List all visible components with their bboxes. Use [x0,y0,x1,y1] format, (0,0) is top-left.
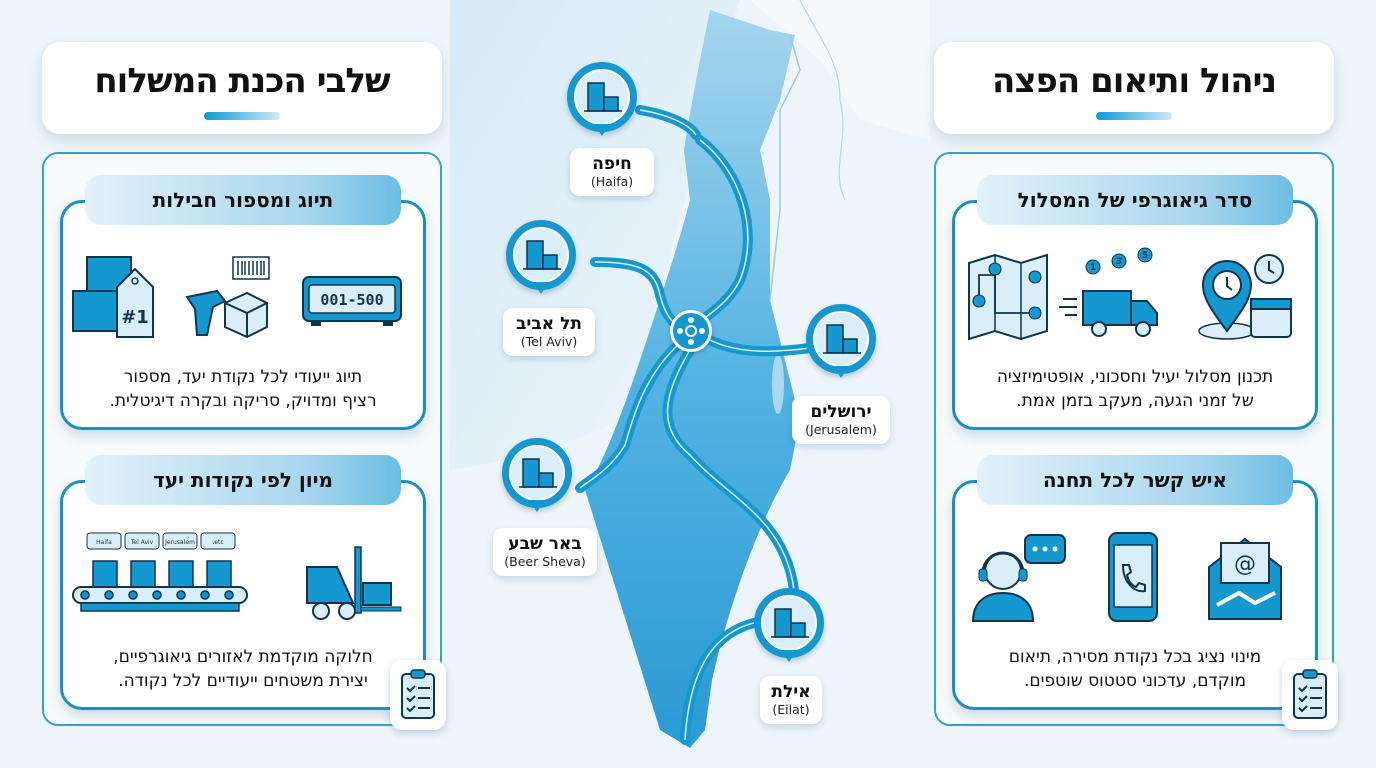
svg-text:001-500: 001-500 [320,291,383,309]
title-underline [1096,112,1172,120]
card-icons: 001-500 #1 [72,247,413,347]
card-text-line: של זמני הגעה, מעקב בזמן אמת. [1016,391,1254,411]
svg-text:1: 1 [1090,263,1096,273]
forklift-icon [306,546,402,620]
city-name-he: אילת [771,682,811,702]
left-panel-title-text: שלבי הכנת המשלוח [94,61,390,101]
boxes-with-tag-icon: #1 [72,256,154,338]
card-station-contact: איש קשר לכל תחנה @ [952,455,1318,710]
building-icon [761,595,817,651]
city-label-eilat: אילת (Eilat) [760,676,822,724]
building-icon [574,69,630,125]
card-heading: סדר גיאוגרפי של המסלול [977,175,1293,225]
card-text-line: מוקדם, עדכוני סטטוס שוטפים. [1023,671,1247,691]
left-panel-title: שלבי הכנת המשלוח [42,42,442,134]
svg-text:@: @ [1234,552,1256,577]
svg-text:3: 3 [1116,257,1122,267]
card-description: מינוי נציג בכל נקודת מסירה, תיאום מוקדם,… [973,645,1297,693]
card-sorting: מיון לפי נקודות יעד Haifa Tel Aviv Jerus… [60,455,426,710]
card-heading: מיון לפי נקודות יעד [85,455,401,505]
city-name-en: (Haifa) [590,174,634,189]
counter-display-icon: 001-500 [302,276,402,326]
card-heading-text: תיוג ומספור חבילות [152,188,334,212]
card-route-order: סדר גיאוגרפי של המסלול 1 3 5 [952,175,1318,430]
svg-text:#1: #1 [121,307,149,328]
svg-text:Tel Aviv: Tel Aviv [130,539,154,546]
city-label-tel-aviv: תל אביב (Tel Aviv) [503,308,595,356]
card-text-line: חלוקה מוקדמת לאזורים גיאוגרפיים, [113,647,373,667]
barcode-scanner-icon [185,256,270,339]
clipboard-checklist-icon [390,660,446,730]
city-name-he: תל אביב [516,314,582,334]
card-labeling: תיוג ומספור חבילות 001-500 [60,175,426,430]
delivery-truck-icon: 1 3 5 [1059,247,1158,337]
card-text-line: תיוג ייעודי לכל נקודת יעד, מספור [123,367,363,387]
city-name-he: באר שבע [508,534,582,554]
city-name-en: (Eilat) [772,702,810,717]
email-handshake-icon: @ [1208,537,1282,620]
city-label-jerusalem: ירושלים (Jerusalem) [792,396,890,444]
city-label-haifa: חיפה (Haifa) [570,148,654,196]
right-panel-title-text: ניהול ותיאום הפצה [992,61,1277,101]
card-icons: 1 3 5 [965,247,1305,347]
svg-text:5: 5 [1142,251,1148,261]
card-heading-text: איש קשר לכל תחנה [1042,468,1228,492]
title-underline [204,112,280,120]
smartphone-call-icon [1108,532,1158,622]
building-icon [513,227,569,283]
card-text-line: תכנון מסלול יעיל וחסכוני, אופטימיזציה [996,367,1274,387]
card-description: חלוקה מוקדמת לאזורים גיאוגרפיים, יצירת מ… [81,645,405,693]
right-panel: סדר גיאוגרפי של המסלול 1 3 5 [934,152,1334,726]
card-description: תיוג ייעודי לכל נקודת יעד, מספור רציף ומ… [81,365,405,413]
card-heading-text: סדר גיאוגרפי של המסלול [1017,188,1253,212]
card-icons: @ [965,527,1305,627]
support-agent-icon [971,534,1066,622]
route-map-icon [968,253,1048,341]
right-panel-title: ניהול ותיאום הפצה [934,42,1334,134]
city-name-en: (Tel Aviv) [520,334,578,349]
card-text-line: מינוי נציג בכל נקודת מסירה, תיאום [1008,647,1262,667]
card-description: תכנון מסלול יעיל וחסכוני, אופטימיזציה של… [973,365,1297,413]
conveyor-belt-icon: Haifa Tel Aviv Jerusalem etc. [72,532,248,612]
card-heading: איש קשר לכל תחנה [977,455,1293,505]
left-panel: תיוג ומספור חבילות 001-500 [42,152,442,726]
card-text-line: רציף ומדויק, סריקה ובקרה דיגיטלית. [109,391,377,411]
distribution-hub-icon[interactable] [670,310,712,352]
city-label-beer-sheva: באר שבע (Beer Sheva) [493,528,597,576]
city-name-he: חיפה [592,154,632,174]
city-name-en: (Beer Sheva) [504,554,586,569]
card-icons: Haifa Tel Aviv Jerusalem etc. [72,527,413,627]
svg-text:Jerusalem: Jerusalem [164,539,195,546]
clipboard-checklist-icon [1282,660,1338,730]
svg-text:Haifa: Haifa [96,539,112,546]
city-name-en: (Jerusalem) [805,422,877,437]
card-heading: תיוג ומספור חבילות [85,175,401,225]
card-heading-text: מיון לפי נקודות יעד [152,468,334,492]
building-icon [813,311,869,367]
svg-text:etc.: etc. [212,539,223,546]
building-icon [509,445,565,501]
location-clock-calendar-icon [1198,254,1292,340]
card-text-line: יצירת משטחים ייעודיים לכל נקודה. [118,671,368,691]
city-name-he: ירושלים [810,402,872,422]
